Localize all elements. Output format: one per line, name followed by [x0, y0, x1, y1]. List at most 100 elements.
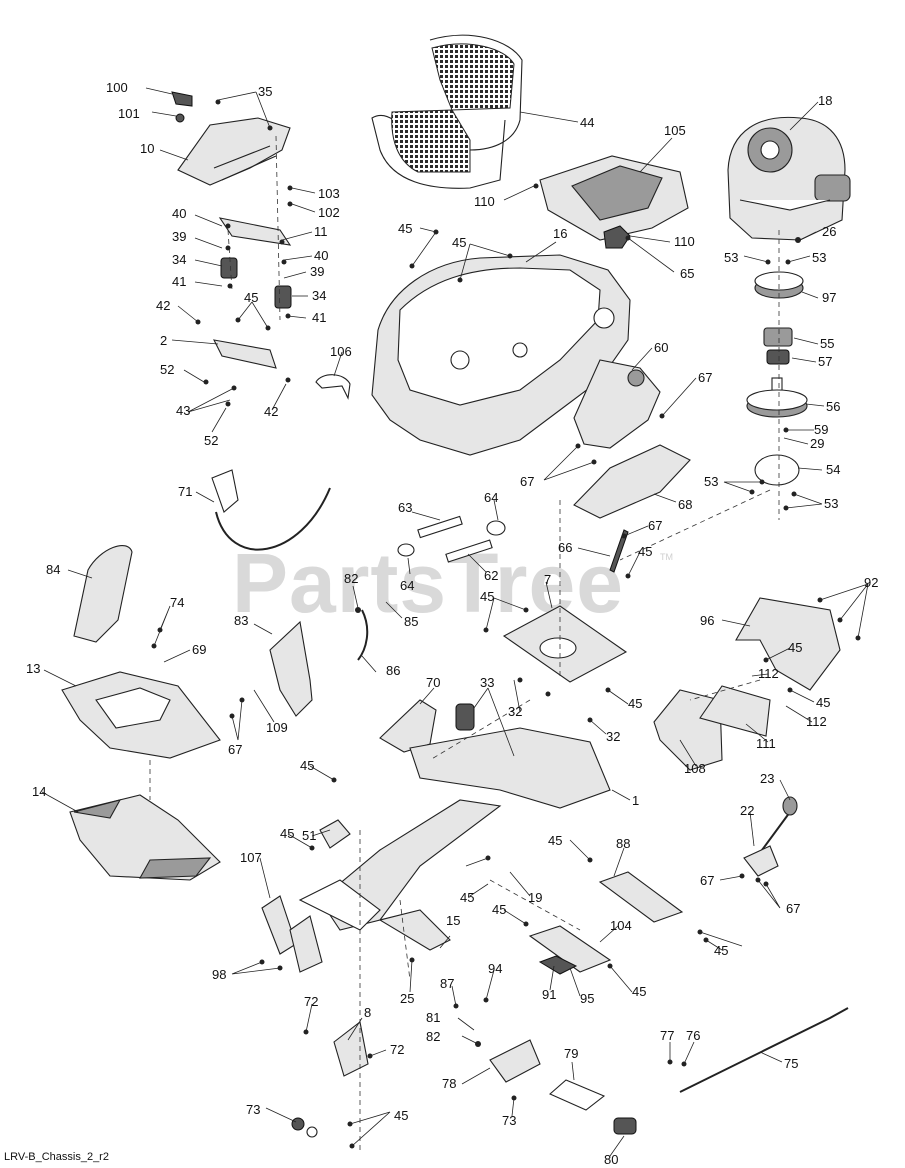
callout-53: 53 [724, 250, 738, 265]
callout-57: 57 [818, 354, 832, 369]
callout-34: 34 [312, 288, 326, 303]
callout-25: 25 [400, 991, 414, 1006]
pedal-bracket-part [269, 620, 313, 717]
callout-45: 45 [394, 1108, 408, 1123]
callout-10: 10 [140, 141, 154, 156]
console-part [61, 671, 221, 759]
lever-part [609, 529, 629, 573]
cable-bracket-part [211, 469, 239, 513]
callout-71: 71 [178, 484, 192, 499]
callout-45: 45 [816, 695, 830, 710]
callout-45: 45 [398, 221, 412, 236]
callout-62: 62 [484, 568, 498, 583]
callout-42: 42 [264, 404, 278, 419]
callout-67: 67 [786, 901, 800, 916]
callout-34: 34 [172, 252, 186, 267]
bracket-part [289, 915, 323, 973]
callout-45: 45 [300, 758, 314, 773]
callout-83: 83 [234, 613, 248, 628]
callout-103: 103 [318, 186, 340, 201]
callout-45: 45 [788, 640, 802, 655]
callout-65: 65 [680, 266, 694, 281]
callout-67: 67 [520, 474, 534, 489]
fasteners [151, 99, 861, 1149]
callout-85: 85 [404, 614, 418, 629]
throttle-cable-part [679, 1007, 849, 1093]
callout-82: 82 [426, 1029, 440, 1044]
callout-45: 45 [492, 902, 506, 917]
callout-108: 108 [684, 761, 706, 776]
callout-52: 52 [160, 362, 174, 377]
callout-63: 63 [398, 500, 412, 515]
callout-45: 45 [632, 984, 646, 999]
callout-92: 92 [864, 575, 878, 590]
callout-110: 110 [474, 194, 495, 209]
cable-part [215, 487, 331, 551]
callout-40: 40 [172, 206, 186, 221]
pedal-grip-part [613, 1117, 637, 1135]
callout-7: 7 [544, 572, 551, 587]
callout-95: 95 [580, 991, 594, 1006]
callout-67: 67 [700, 873, 714, 888]
pedal-arm-part [548, 1079, 606, 1111]
callout-59: 59 [814, 422, 828, 437]
mount-plate-part [502, 605, 628, 683]
callout-53: 53 [812, 250, 826, 265]
callout-82: 82 [344, 571, 358, 586]
engine-pulley-stack [746, 271, 808, 486]
leader-lines [41, 87, 869, 1157]
callout-32: 32 [606, 729, 620, 744]
callout-67: 67 [648, 518, 662, 533]
assembly-lines [149, 135, 780, 1150]
callout-51: 51 [302, 828, 316, 843]
callout-45: 45 [548, 833, 562, 848]
callout-45: 45 [480, 589, 494, 604]
callout-67: 67 [228, 742, 242, 757]
callout-110: 110 [674, 234, 695, 249]
callout-14: 14 [32, 784, 46, 799]
skid-plate-part [598, 871, 684, 923]
callout-44: 44 [580, 115, 594, 130]
callout-26: 26 [822, 224, 836, 239]
callout-69: 69 [192, 642, 206, 657]
washer-part [306, 1126, 318, 1138]
callout-45: 45 [244, 290, 258, 305]
top-cover-part [539, 155, 689, 241]
callout-23: 23 [760, 771, 774, 786]
hinge-plate-part [333, 1021, 369, 1077]
callout-45: 45 [280, 826, 294, 841]
callout-19: 19 [528, 890, 542, 905]
callout-107: 107 [240, 850, 262, 865]
callout-68: 68 [678, 497, 692, 512]
callout-105: 105 [664, 123, 686, 138]
callout-55: 55 [820, 336, 834, 351]
callout-54: 54 [826, 462, 840, 477]
callout-72: 72 [390, 1042, 404, 1057]
callout-53: 53 [824, 496, 838, 511]
callout-8: 8 [364, 1005, 371, 1020]
callout-112: 112 [758, 666, 779, 681]
callout-32: 32 [508, 704, 522, 719]
callout-11: 11 [314, 224, 328, 239]
callout-18: 18 [818, 93, 832, 108]
rod-part [445, 539, 493, 563]
callout-81: 81 [426, 1010, 440, 1025]
spring-bracket-part [213, 217, 351, 400]
mount-bracket-part [319, 819, 351, 849]
callout-29: 29 [810, 436, 824, 451]
callout-73: 73 [502, 1113, 516, 1128]
callout-64: 64 [484, 490, 498, 505]
frame-part [298, 727, 611, 931]
callout-40: 40 [314, 248, 328, 263]
callout-75: 75 [784, 1056, 798, 1071]
callout-102: 102 [318, 205, 340, 220]
callout-56: 56 [826, 399, 840, 414]
rod-part [417, 515, 463, 539]
callout-104: 104 [610, 918, 632, 933]
callout-labels: 100 101 35 10 103 102 40 39 34 41 11 40 … [26, 80, 878, 1167]
callout-33: 33 [480, 675, 494, 690]
front-bumper-part [735, 597, 841, 691]
fuel-cap-part [603, 225, 631, 249]
watermark-trademark: TM [660, 552, 673, 562]
rear-bracket-part [378, 909, 451, 951]
